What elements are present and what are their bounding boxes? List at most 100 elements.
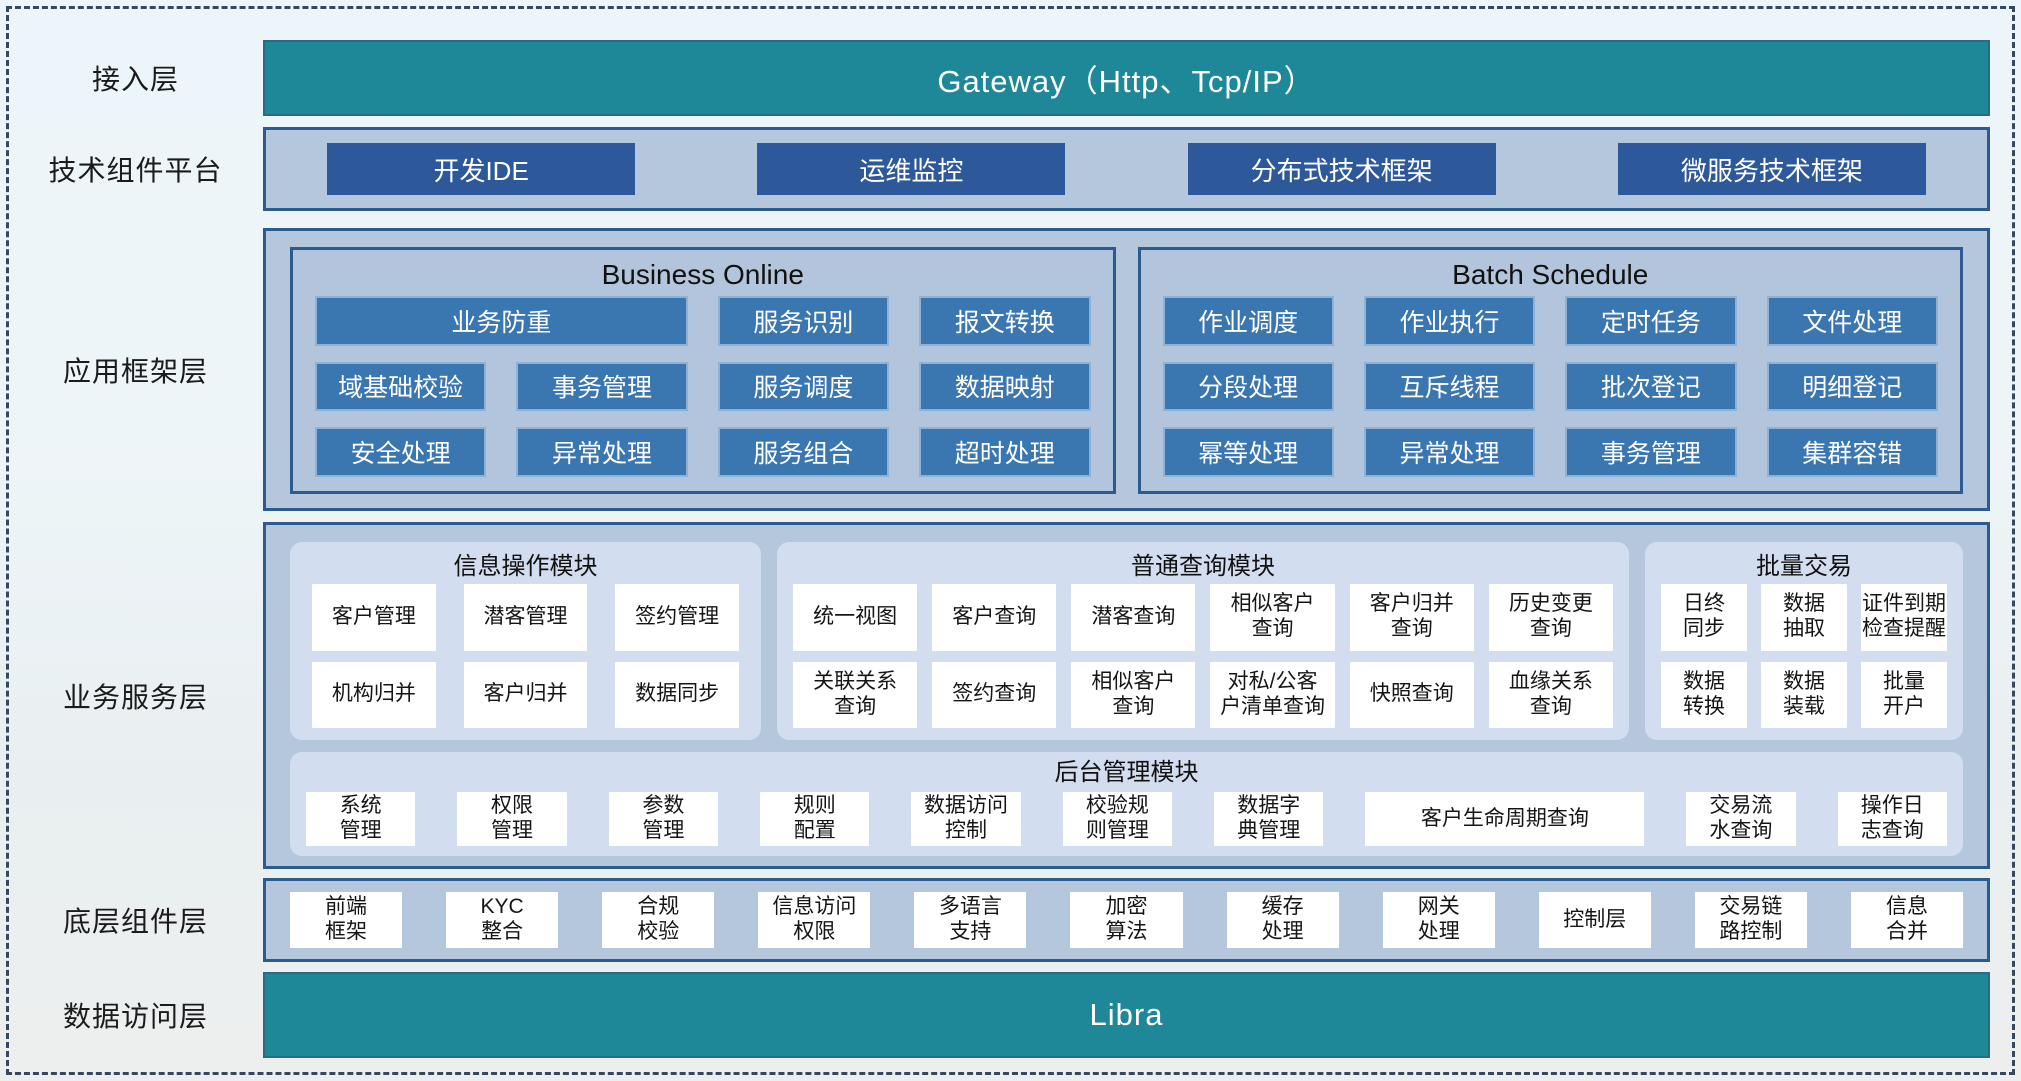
diagram-box: 控制层 [1538,892,1651,948]
diagram-box: 历史变更 查询 [1488,584,1613,651]
diagram-box: 数据同步 [615,661,739,728]
diagram-box: 交易链 路控制 [1694,892,1807,948]
panel-title: 后台管理模块 [1054,759,1199,786]
layer-label-data-access: 数据访问层 [62,1001,208,1032]
layer-access: 接入层 Gateway（Http、Tcp/IP） [8,40,2013,116]
diagram-box: 批次登记 [1565,361,1737,412]
diagram-box: 客户查询 [932,584,1057,651]
diagram-box: 业务防重 [315,296,688,346]
diagram-box: 数据 转换 [1661,661,1747,728]
diagram-box: 统一视图 [793,584,918,651]
panel-batch-trade: 批量交易 日终 同步 数据 抽取 证件到期 检查提醒 数据 转换 数据 装载 批… [1645,542,1963,740]
diagram-box: 超时处理 [919,427,1091,477]
panel-title: 批量交易 [1756,553,1852,580]
diagram-box: 数据 装载 [1761,661,1847,728]
layer-label-access: 接入层 [91,64,179,95]
diagram-box: 事务管理 [1565,427,1737,477]
diagram-box: 多语言 支持 [914,892,1027,948]
diagram-box: 交易流 水查询 [1686,792,1796,846]
layer-tech-platform: 技术组件平台 开发IDE 运维监控 分布式技术框架 微服务技术框架 [8,127,2013,211]
diagram-box: 潜客管理 [463,584,588,651]
diagram-box: 数据字 典管理 [1214,792,1324,846]
diagram-box: 服务识别 [717,296,890,346]
diagram-box: 分布式技术框架 [1187,143,1496,195]
diagram-box: 快照查询 [1349,661,1474,728]
panel-batch-schedule: Batch Schedule 作业调度 作业执行 定时任务 文件处理 分段处理 … [1137,247,1963,494]
diagram-box: KYC 整合 [446,892,559,948]
diagram-box: 服务组合 [717,427,890,477]
diagram-box: 定时任务 [1565,296,1737,346]
tech-platform-box: 开发IDE 运维监控 分布式技术框架 微服务技术框架 [263,127,1990,211]
diagram-box: 机构归并 [312,661,436,728]
diagram-box: 文件处理 [1766,296,1938,346]
diagram-box: 作业调度 [1162,296,1334,346]
diagram-box: 相似客户 查询 [1071,661,1196,728]
diagram-box: 网关 处理 [1382,892,1495,948]
diagram-box: 参数 管理 [608,792,719,846]
diagram-box: 缓存 处理 [1226,892,1339,948]
diagram-box: 客户管理 [312,584,436,651]
diagram-box: 报文转换 [919,296,1091,346]
layer-base-components: 底层组件层 前端 框架 KYC 整合 合规 校验 信息访问 权限 多语言 支持 … [8,878,2013,962]
diagram-box: 数据映射 [919,361,1091,412]
diagram-box: 签约查询 [932,661,1057,728]
panel-title: Business Online [601,259,804,290]
diagram-box: 安全处理 [315,427,487,477]
diagram-box: 客户生命周期查询 [1365,792,1645,846]
diagram-box: 作业执行 [1363,296,1536,346]
base-components-box: 前端 框架 KYC 整合 合规 校验 信息访问 权限 多语言 支持 加密 算法 … [263,878,1990,962]
diagram-box: 日终 同步 [1661,584,1747,651]
diagram-box: 签约管理 [615,584,739,651]
layer-label-business-service: 业务服务层 [62,681,208,713]
app-framework-box: Business Online 业务防重 服务识别 报文转换 域基础校验 事务管… [263,228,1990,511]
diagram-box: 系统 管理 [306,792,416,846]
diagram-box: 关联关系 查询 [793,661,918,728]
panel-common-query: 普通查询模块 统一视图 客户查询 潜客查询 相似客户 查询 客户归并 查询 历史… [777,542,1629,740]
diagram-box: 异常处理 [516,427,688,477]
diagram-box: 对私/公客 户清单查询 [1210,661,1335,728]
diagram-box: 集群容错 [1766,427,1938,477]
business-service-box: 信息操作模块 客户管理 潜客管理 签约管理 机构归并 客户归并 数据同步 普通查… [263,522,1990,869]
diagram-box: 分段处理 [1162,361,1334,412]
layer-business-service: 业务服务层 信息操作模块 客户管理 潜客管理 签约管理 机构归并 客户归并 数据… [8,522,2013,869]
panel-admin: 后台管理模块 系统 管理 权限 管理 参数 管理 规则 配置 数据访问 控制 校… [290,752,1963,856]
panel-info-ops: 信息操作模块 客户管理 潜客管理 签约管理 机构归并 客户归并 数据同步 [290,542,761,740]
layer-app-framework: 应用框架层 Business Online 业务防重 服务识别 报文转换 域基础… [8,228,2013,511]
gateway-bar: Gateway（Http、Tcp/IP） [263,40,1990,116]
diagram-box: 数据访问 控制 [911,792,1021,846]
diagram-box: 操作日 志查询 [1837,792,1947,846]
diagram-box: 客户归并 查询 [1349,584,1474,651]
diagram-box: 异常处理 [1363,427,1536,477]
diagram-box: 服务调度 [717,361,890,412]
diagram-box: 明细登记 [1766,361,1938,412]
diagram-box: 互斥线程 [1363,361,1536,412]
diagram-box: 权限 管理 [457,792,567,846]
diagram-box: 数据 抽取 [1761,584,1847,651]
diagram-box: 微服务技术框架 [1617,143,1926,195]
diagram-box: 域基础校验 [315,361,487,412]
layer-label-tech-platform: 技术组件平台 [48,155,223,186]
layer-label-app-framework: 应用框架层 [62,355,208,387]
diagram-box: 加密 算法 [1070,892,1183,948]
diagram-box: 规则 配置 [760,792,870,846]
panel-title: 普通查询模块 [1131,553,1275,580]
panel-title: Batch Schedule [1452,259,1649,290]
diagram-box: 批量 开户 [1861,661,1947,728]
diagram-box: 合规 校验 [602,892,715,948]
layer-label-base-components: 底层组件层 [62,906,208,937]
diagram-box: 血缘关系 查询 [1488,661,1613,728]
diagram-box: 事务管理 [516,361,688,412]
diagram-box: 证件到期 检查提醒 [1861,584,1947,651]
panel-business-online: Business Online 业务防重 服务识别 报文转换 域基础校验 事务管… [290,247,1116,494]
layer-data-access: 数据访问层 Libra [8,972,2013,1058]
diagram-box: 校验规 则管理 [1062,792,1173,846]
diagram-box: 幂等处理 [1162,427,1334,477]
diagram-box: 潜客查询 [1071,584,1196,651]
diagram-box: 开发IDE [327,143,636,195]
diagram-box: 前端 框架 [290,892,403,948]
diagram-box: 信息访问 权限 [758,892,871,948]
panel-title: 信息操作模块 [453,553,598,580]
diagram-box: 相似客户 查询 [1210,584,1335,651]
libra-bar: Libra [263,972,1990,1058]
